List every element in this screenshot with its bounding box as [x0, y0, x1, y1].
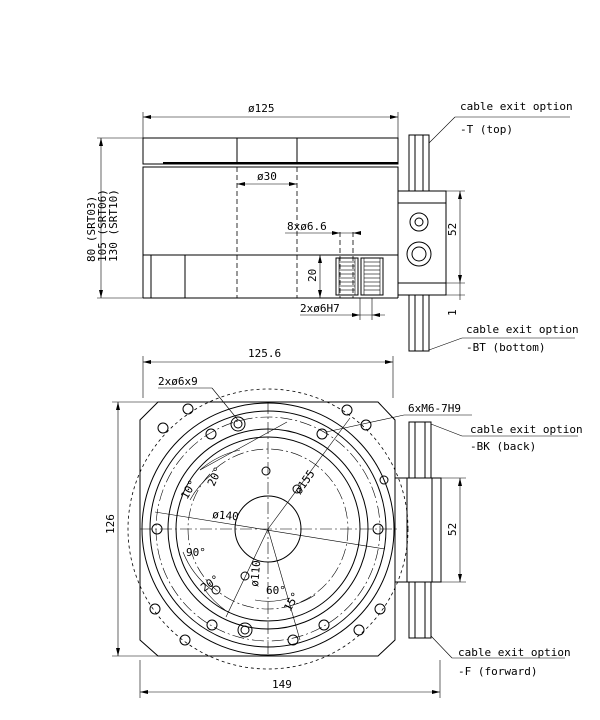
dim-holes-pins: 2xø6x9	[158, 375, 198, 388]
dim-height-srt06: 105 (SRT06)	[96, 189, 109, 262]
connector-box	[397, 190, 447, 296]
dim-threads: 6xM6-7H9	[408, 402, 461, 415]
dim-52-top: 52	[446, 523, 459, 536]
inner-holes	[151, 416, 384, 638]
dim-d155: ø155	[292, 468, 318, 497]
dim-d110: ø110	[248, 560, 263, 588]
dim-pins: 2xø6H7	[300, 302, 340, 315]
angle-10: 10°	[178, 478, 199, 502]
dim-20: 20	[306, 269, 319, 282]
dim-height: 126	[104, 514, 117, 534]
dim-bore: ø30	[257, 170, 277, 183]
dim-52-side: 52	[446, 223, 459, 236]
dim-top-diameter: ø125	[248, 102, 275, 115]
dim-d140: ø140	[212, 508, 240, 523]
connector-box-front	[394, 477, 442, 583]
side-view: ø125 ø30 8xø6.6	[85, 102, 465, 352]
callout-bottom: cable exit option -BT (bottom)	[428, 323, 579, 354]
base-plate	[139, 401, 396, 657]
callout-back-option: -BK (back)	[470, 440, 536, 453]
callout-bottom-option: -BT (bottom)	[466, 341, 545, 354]
callout-back: cable exit option -BK (back)	[430, 423, 583, 453]
callout-top-title: cable exit option	[460, 100, 573, 113]
angle-90: 90°	[186, 546, 206, 559]
callout-forward-option: -F (forward)	[458, 665, 537, 678]
dim-1: 1	[446, 309, 459, 316]
callout-forward-title: cable exit option	[458, 646, 571, 659]
angle-20-top: 20°	[205, 465, 225, 489]
callout-top-option: -T (top)	[460, 123, 513, 136]
angle-20-bottom: 20°	[198, 572, 222, 594]
dim-width-bottom: 149	[272, 678, 292, 691]
top-view: 125.6 126 149	[104, 347, 472, 698]
dim-height-srt03: 80 (SRT03)	[85, 196, 98, 262]
dim-height-srt10: 130 (SRT10)	[107, 189, 120, 262]
outer-bolt-holes	[149, 403, 389, 646]
callout-top: cable exit option -T (top)	[428, 100, 573, 144]
callout-bottom-title: cable exit option	[466, 323, 579, 336]
callout-back-title: cable exit option	[470, 423, 583, 436]
top-flange	[142, 137, 399, 165]
dim-holes-top: 8xø6.6	[287, 220, 327, 233]
dim-width-top: 125.6	[248, 347, 281, 360]
callout-forward: cable exit option -F (forward)	[430, 635, 571, 678]
angle-60: 60°	[266, 584, 286, 597]
